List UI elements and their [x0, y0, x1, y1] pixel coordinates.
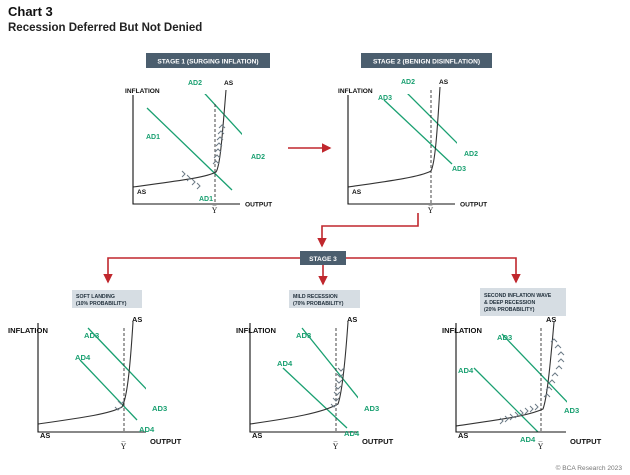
- ad2-label-end: AD2: [464, 151, 478, 158]
- ad3-label-end: AD3: [152, 404, 167, 413]
- second-wave-panel: SECOND INFLATION WAVE & DEEP RECESSION (…: [442, 288, 602, 451]
- y-axis-label: INFLATION: [338, 88, 373, 95]
- potential-output-label: Y̅: [332, 442, 339, 451]
- adjustment-chevrons: [330, 367, 345, 408]
- ad4-line: [282, 367, 348, 429]
- x-axis-label: OUTPUT: [460, 202, 487, 209]
- potential-output-label: Y̅: [120, 442, 127, 451]
- soft-landing-panel: SOFT LANDING (10% PROBABILITY) INFLATION…: [8, 290, 182, 451]
- x-axis-label: OUTPUT: [150, 437, 182, 446]
- as-label: AS: [137, 189, 147, 196]
- ad4-label-end: AD4: [139, 425, 155, 434]
- as-label: AS: [458, 431, 468, 440]
- axes: [132, 95, 240, 205]
- ad4-label-end: AD4: [344, 429, 360, 438]
- axes: [37, 323, 146, 433]
- stage-2-title: STAGE 2 (BENIGN DISINFLATION): [373, 58, 480, 65]
- chart-number: Chart 3: [8, 4, 53, 19]
- ad3-line: [301, 327, 358, 399]
- ad4-label: AD4: [75, 353, 91, 362]
- chart-title: Recession Deferred But Not Denied: [8, 22, 203, 34]
- ad4-label: AD4: [277, 359, 293, 368]
- second-wave-box: [480, 288, 566, 316]
- potential-output-label: Y̅: [211, 206, 218, 215]
- stage-1-panel: STAGE 1 (SURGING INFLATION): [125, 53, 272, 215]
- y-axis-label: INFLATION: [236, 326, 276, 335]
- as-label-top: AS: [546, 315, 556, 324]
- ad1-line: [146, 107, 233, 191]
- axes: [249, 323, 358, 433]
- as-label-top: AS: [439, 79, 449, 86]
- soft-landing-box: [72, 290, 142, 308]
- ad3-line: [87, 327, 146, 390]
- as-label: AS: [40, 431, 50, 440]
- adjustment-chevrons: [499, 338, 565, 425]
- ad1-label: AD1: [146, 134, 160, 141]
- x-axis-label: OUTPUT: [362, 437, 394, 446]
- mild-recession-box: [289, 290, 360, 308]
- ad4-line: [473, 367, 539, 432]
- ad3-line: [501, 333, 567, 403]
- soft-landing-probability: (10% PROBABILITY): [76, 301, 127, 307]
- potential-output-label: Y̅: [537, 442, 544, 451]
- as-label: AS: [352, 189, 362, 196]
- as-curve: [37, 321, 134, 425]
- ad3-label: AD3: [378, 95, 392, 102]
- as-curve: [249, 321, 349, 425]
- ad2-label: AD2: [401, 79, 415, 86]
- mild-recession-panel: MILD RECESSION (70% PROBABILITY) INFLATI…: [236, 290, 394, 451]
- as-curve: [347, 86, 441, 188]
- as-label-top: AS: [347, 315, 357, 324]
- ad3-line: [383, 99, 453, 165]
- y-axis-label: INFLATION: [8, 326, 48, 335]
- axes: [455, 323, 566, 433]
- as-label-top: AS: [132, 315, 142, 324]
- y-axis-label: INFLATION: [442, 326, 482, 335]
- ad3-label: AD3: [497, 333, 512, 342]
- ad3-label-end: AD3: [564, 406, 579, 415]
- stage-3-title-box: [300, 251, 346, 265]
- ad4-label: AD4: [458, 366, 474, 375]
- ad2-line: [407, 94, 457, 144]
- axes: [347, 95, 455, 205]
- ad4-line: [79, 359, 138, 421]
- second-wave-title-2: & DEEP RECESSION: [484, 300, 535, 306]
- soft-landing-title: SOFT LANDING: [76, 294, 115, 300]
- ad4-label-end: AD4: [520, 435, 536, 444]
- second-wave-probability: (20% PROBABILITY): [484, 307, 535, 313]
- stage-3-title: STAGE 3: [309, 256, 337, 263]
- ad2-label: AD2: [188, 80, 202, 87]
- adjustment-chevrons: [181, 124, 226, 190]
- stage-2-panel: STAGE 2 (BENIGN DISINFLATION) INFLATION …: [338, 53, 492, 215]
- mild-recession-title: MILD RECESSION: [293, 294, 338, 300]
- mild-recession-probability: (70% PROBABILITY): [293, 301, 344, 307]
- branch-arrow-second-wave: [346, 257, 521, 284]
- branch-arrow-soft-landing: [103, 257, 300, 284]
- ad2-label-end: AD2: [251, 154, 265, 161]
- as-curve: [132, 89, 227, 188]
- second-wave-title: SECOND INFLATION WAVE: [484, 293, 552, 299]
- ad3-label: AD3: [296, 331, 311, 340]
- potential-output-label: Y̅: [427, 206, 434, 215]
- as-label: AS: [252, 431, 262, 440]
- ad3-label-end: AD3: [364, 404, 379, 413]
- as-label-top: AS: [224, 80, 234, 87]
- stage-1-title-box: [146, 53, 270, 68]
- y-axis-label: INFLATION: [125, 88, 160, 95]
- adjustment-chevrons: [114, 400, 125, 411]
- stage2-to-stage3-arrow: [317, 213, 419, 248]
- as-curve: [455, 321, 555, 427]
- copyright: © BCA Research 2023: [556, 464, 623, 472]
- ad3-label-end: AD3: [452, 166, 466, 173]
- x-axis-label: OUTPUT: [570, 437, 602, 446]
- ad1-label-end: AD1: [199, 196, 213, 203]
- x-axis-label: OUTPUT: [245, 202, 272, 209]
- ad3-label: AD3: [84, 331, 99, 340]
- stage-1-title: STAGE 1 (SURGING INFLATION): [157, 58, 258, 65]
- stage-2-title-box: [361, 53, 492, 68]
